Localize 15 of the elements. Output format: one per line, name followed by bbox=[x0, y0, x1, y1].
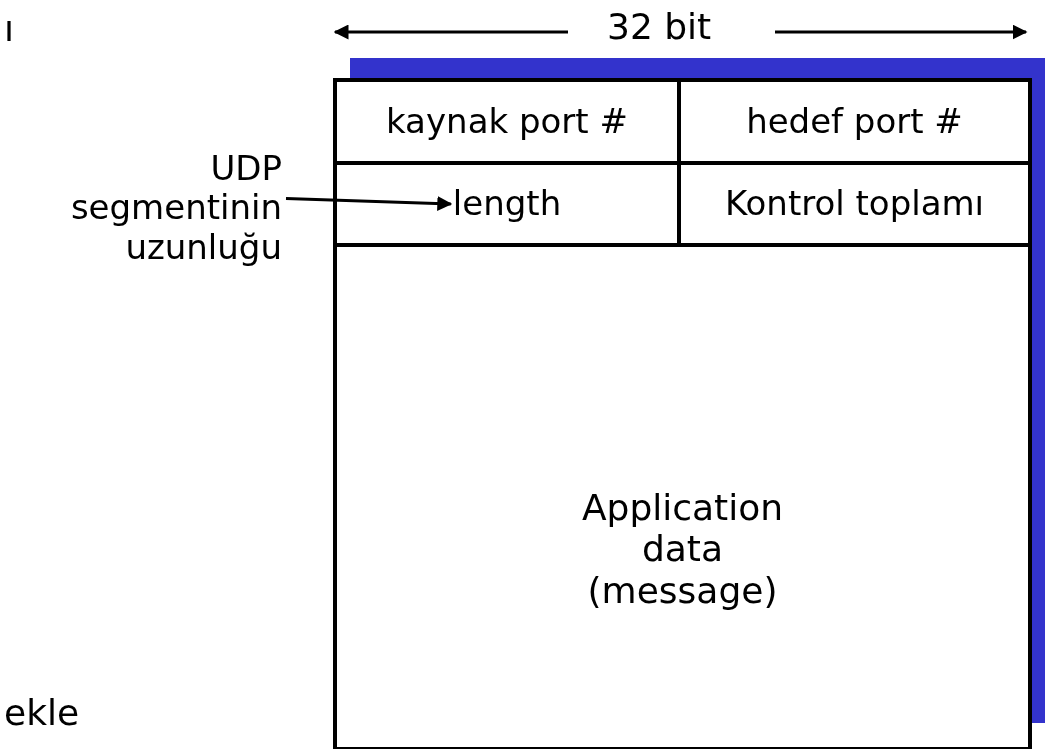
header-field bbox=[679, 163, 1030, 245]
cut-off-text: ı bbox=[4, 8, 14, 49]
field-label: kaynak port # bbox=[386, 101, 628, 142]
header-field bbox=[335, 80, 679, 163]
width-label: 32 bit bbox=[607, 6, 712, 47]
header-field bbox=[335, 163, 679, 245]
field-label: length bbox=[452, 184, 562, 224]
annotation-text: UDP segmentinin uzunluğu bbox=[69, 149, 282, 267]
data-area bbox=[335, 245, 1030, 749]
cut-off-text: ekle bbox=[4, 692, 80, 733]
data-label: Application data (message) bbox=[580, 487, 785, 612]
leader-line bbox=[285, 196, 453, 212]
field-label: Kontrol toplamı bbox=[724, 184, 985, 224]
field-label: hedef port # bbox=[746, 101, 963, 142]
header-field bbox=[679, 80, 1030, 163]
